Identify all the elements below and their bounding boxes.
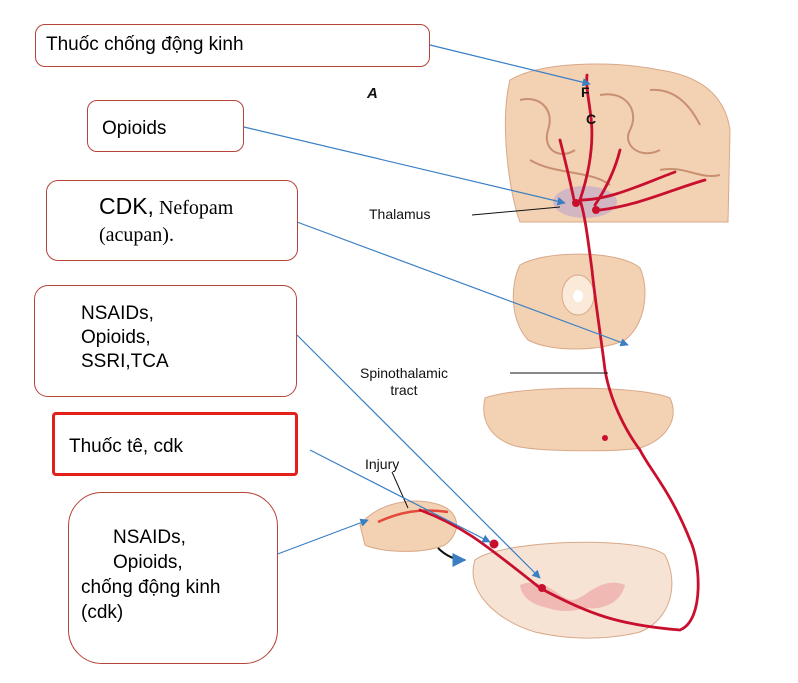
box-peripheral: NSAIDs, Opioids, chống động kinh (cdk) bbox=[68, 492, 278, 664]
label-spinothalamic: Spinothalamic tract bbox=[360, 365, 448, 399]
label-spinothalamic-line2: tract bbox=[390, 382, 418, 398]
box-anticonvulsants: Thuốc chống động kinh bbox=[35, 24, 430, 67]
label-F: F bbox=[581, 84, 590, 100]
figure-letter: A bbox=[367, 85, 378, 102]
label-C: C bbox=[586, 111, 597, 127]
nefopam-text: Nefopam bbox=[153, 197, 234, 219]
label-thalamus: Thalamus bbox=[369, 206, 431, 222]
box-peripheral-line4: (cdk) bbox=[81, 602, 124, 623]
spinal-cord-section bbox=[472, 541, 673, 639]
box-opioids-text: Opioids bbox=[102, 118, 167, 139]
midbrain-section bbox=[512, 253, 646, 350]
box-cdk-nefopam: CDK, Nefopam (acupan). bbox=[46, 180, 298, 261]
injury-motion-arrow bbox=[437, 547, 467, 567]
box-peripheral-line3: chống động kinh bbox=[81, 577, 221, 598]
injury-skin bbox=[359, 500, 457, 552]
injury-leader bbox=[391, 471, 409, 509]
box-local-anesthetic-text: Thuốc tê, cdk bbox=[69, 436, 184, 457]
annotation-arrows bbox=[243, 44, 629, 579]
thalamus-leader bbox=[471, 206, 561, 216]
medulla-section bbox=[483, 387, 674, 452]
pain-pathway bbox=[418, 73, 707, 632]
pathway-nodes bbox=[489, 199, 608, 592]
box-peripheral-line2: Opioids, bbox=[113, 552, 183, 573]
box-nsaids-ssri: NSAIDs, Opioids, SSRI,TCA bbox=[34, 285, 297, 397]
box-anticonvulsants-text: Thuốc chống động kinh bbox=[46, 34, 244, 55]
cdk-text: CDK, bbox=[99, 193, 154, 219]
box-nsaids-ssri-line2: Opioids, bbox=[81, 327, 151, 348]
box-nsaids-ssri-line1: NSAIDs, bbox=[81, 303, 154, 324]
box-cdk-nefopam-line2: (acupan). bbox=[99, 224, 174, 246]
brain-cortex bbox=[504, 63, 731, 223]
label-spinothalamic-line1: Spinothalamic bbox=[360, 365, 448, 381]
label-injury: Injury bbox=[365, 456, 400, 472]
box-peripheral-line1: NSAIDs, bbox=[113, 527, 186, 548]
box-cdk-nefopam-line1: CDK, Nefopam bbox=[99, 193, 297, 222]
box-nsaids-ssri-line3: SSRI,TCA bbox=[81, 351, 169, 372]
box-opioids: Opioids bbox=[87, 100, 244, 152]
box-local-anesthetic: Thuốc tê, cdk bbox=[52, 412, 298, 476]
